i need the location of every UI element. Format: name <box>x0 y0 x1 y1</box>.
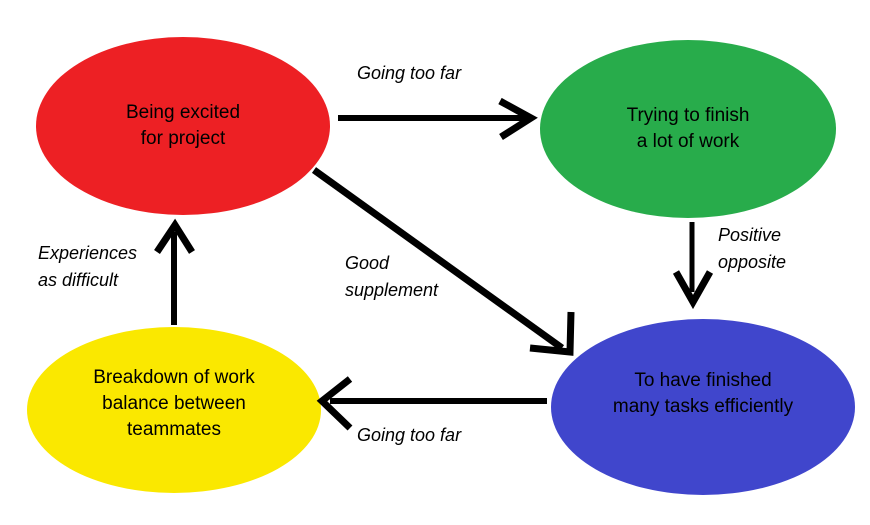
edge-label-good-supplement: Good supplement <box>345 253 439 300</box>
node-ellipse-efficient[interactable] <box>551 319 855 495</box>
node-ellipse-finish-work[interactable] <box>540 40 836 218</box>
edge-label-experiences-as-difficult: Experiences as difficult <box>38 243 138 290</box>
arrowhead-down <box>672 270 714 310</box>
edge-finish-to-efficient[interactable] <box>672 222 714 310</box>
edge-breakdown-to-excited[interactable] <box>154 218 195 325</box>
arrowhead-diagonal <box>529 311 575 356</box>
arrowhead-left <box>316 376 353 431</box>
edge-label-going-too-far-top: Going too far <box>357 63 462 83</box>
arrowhead-up <box>154 218 195 254</box>
edge-line <box>311 167 565 351</box>
arrowhead-right <box>498 97 538 140</box>
node-ellipse-excited[interactable] <box>36 37 330 215</box>
node-ellipse-breakdown[interactable] <box>27 327 321 493</box>
edge-excited-to-finish[interactable] <box>338 97 538 140</box>
edge-label-going-too-far-bottom: Going too far <box>357 425 462 445</box>
edge-efficient-to-breakdown[interactable] <box>316 376 547 431</box>
edge-label-positive-opposite: Positive opposite <box>718 225 787 272</box>
edge-excited-to-efficient[interactable] <box>311 167 575 356</box>
